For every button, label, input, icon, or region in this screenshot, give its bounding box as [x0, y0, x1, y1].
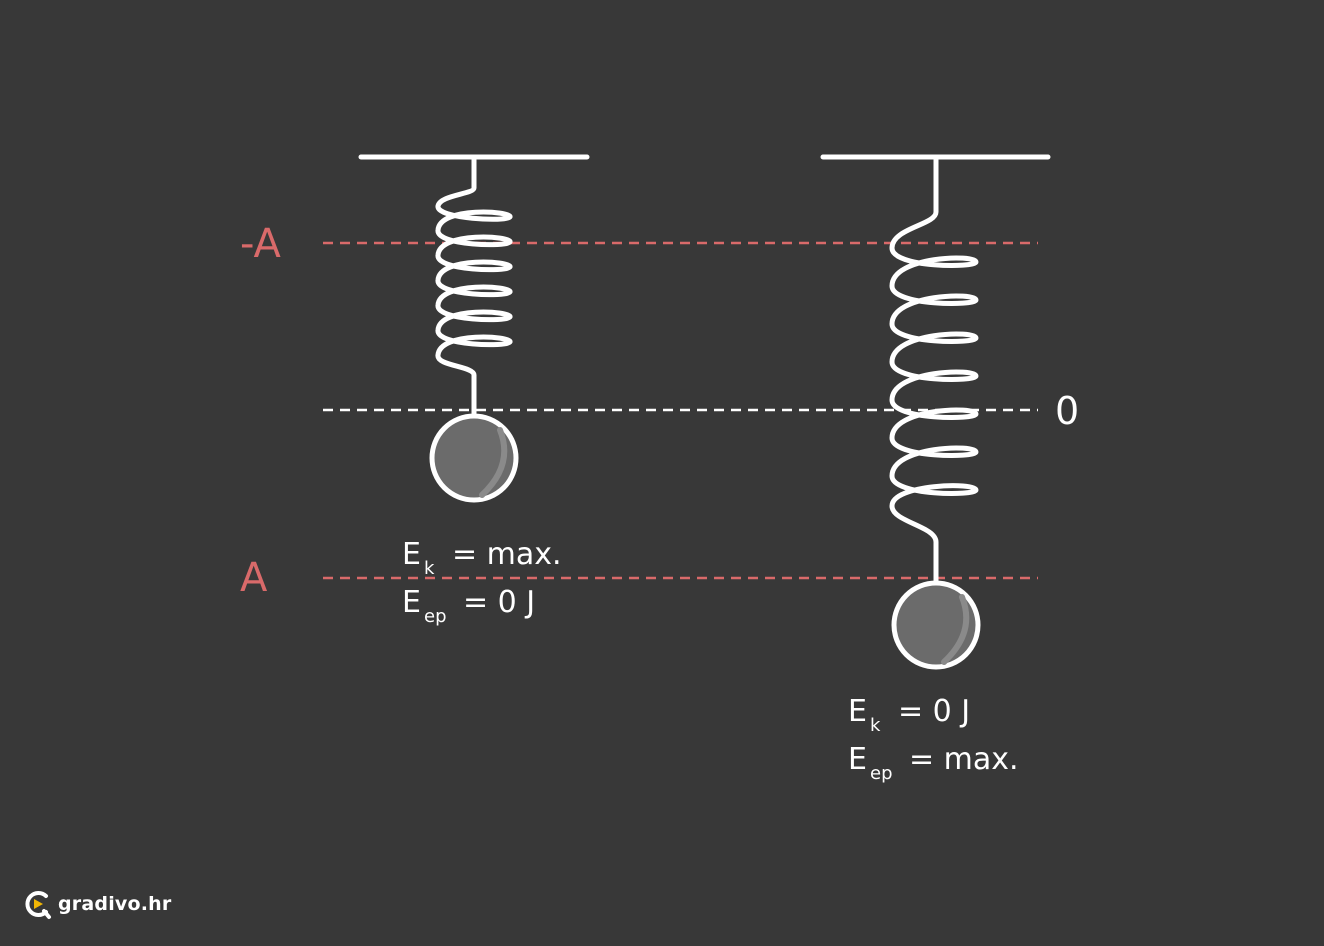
label-zero: 0: [1055, 389, 1079, 433]
left-spring: [435, 154, 513, 419]
left-ep-symbol: E: [402, 585, 421, 620]
right-ek-value: = 0 J: [898, 694, 970, 729]
left-energy-labels: E k = max. E ep = 0 J: [402, 537, 562, 627]
left-ek-sub: k: [424, 558, 435, 579]
label-plus-a: A: [240, 555, 268, 601]
right-ep-symbol: E: [848, 742, 867, 777]
right-energy-labels: E k = 0 J E ep = max.: [848, 694, 1019, 784]
right-spring-system: [820, 154, 1051, 670]
left-spring-system: [358, 154, 590, 503]
brand-logo[interactable]: gradivo.hr: [24, 886, 171, 922]
right-spring: [889, 154, 979, 587]
right-ek-symbol: E: [848, 694, 867, 729]
right-ep-value: = max.: [909, 742, 1019, 777]
left-ek-symbol: E: [402, 537, 421, 572]
left-ep-sub: ep: [424, 606, 447, 627]
left-ek-value: = max.: [452, 537, 562, 572]
right-ek-sub: k: [870, 715, 881, 736]
label-minus-a: -A: [240, 221, 282, 267]
brand-name: gradivo.hr: [58, 893, 172, 915]
left-mass-ball: [429, 413, 519, 503]
right-ep-sub: ep: [870, 763, 893, 784]
right-mass-ball: [891, 580, 981, 670]
left-ep-value: = 0 J: [463, 585, 535, 620]
gradivo-logo-icon: [25, 891, 51, 919]
